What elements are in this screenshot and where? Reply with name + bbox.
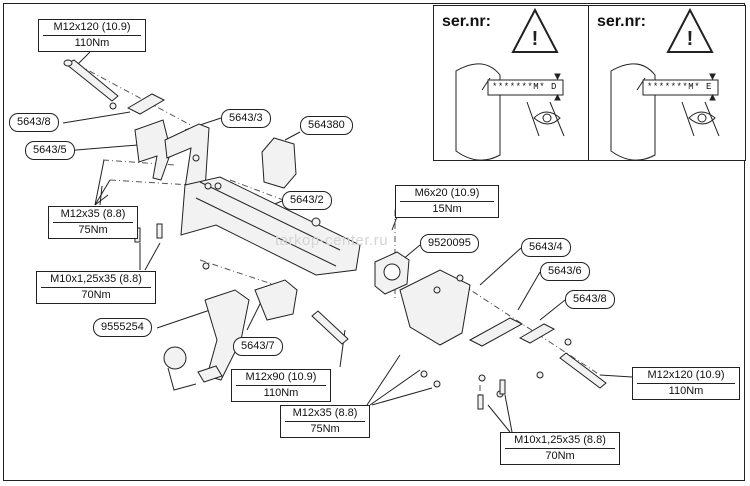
bolt-m10-icon: [499, 379, 506, 395]
inset-drawing: !: [455, 7, 565, 160]
watermark: tarkop-center.ru: [275, 232, 389, 249]
drawing-frame: [3, 3, 745, 481]
nut-icon: [204, 182, 212, 190]
callout-5643-3: 5643/3: [221, 109, 271, 128]
leader-m12x35-b: [94, 179, 111, 206]
label-m10-left: M10x1,25x35 (8.8) 70Nm: [36, 271, 156, 304]
leader-5643-8-left: [62, 111, 131, 124]
warning-triangle-icon: [666, 7, 714, 53]
nut-icon: [456, 274, 464, 282]
nut-icon: [536, 371, 544, 379]
nut-icon: [564, 338, 572, 346]
callout-5643-4: 5643/4: [521, 238, 571, 257]
callout-9555254: 9555254: [93, 318, 152, 337]
callout-9520095: 9520095: [420, 234, 479, 253]
leader-m12x35-a: [94, 159, 105, 206]
callout-5643-8-left: 5643/8: [9, 113, 59, 132]
callout-5643-5: 5643/5: [25, 141, 75, 160]
bolt-m10-icon: [156, 223, 163, 239]
bolt-m12x120-right: [559, 352, 607, 389]
callout-5643-8-right: 5643/8: [565, 290, 615, 309]
serial-title: ser.nr:: [597, 13, 646, 30]
nut-icon: [433, 380, 441, 388]
serial-plate: [642, 79, 719, 96]
label-m12x35-bottom: M12x35 (8.8) 75Nm: [280, 405, 370, 438]
leader-m10-bottom-b: [504, 394, 513, 433]
bolt-m12x120-top: [63, 59, 119, 102]
callout-5643-6: 5643/6: [540, 262, 590, 281]
label-m12x120-right: M12x120 (10.9) 110Nm: [632, 367, 740, 400]
leader-5643-8-right: [539, 299, 566, 321]
leader-5643-4: [479, 247, 522, 286]
nut-icon: [311, 217, 321, 227]
serial-plate-text: *******M* E: [647, 82, 712, 92]
leader-564380: [284, 131, 301, 141]
serial-inset-1: ser.nr: ! *******M* D: [433, 5, 590, 161]
warning-triangle-icon: [511, 7, 559, 53]
leader-5643-7: [246, 299, 263, 331]
nut-icon: [420, 370, 428, 378]
plate-5643-6: [468, 317, 524, 347]
leader-m10-b: [144, 242, 161, 271]
eye-icon: [533, 111, 561, 125]
label-m12x35-left: M12x35 (8.8) 75Nm: [48, 206, 138, 239]
plate-564380: [261, 137, 297, 189]
nut-icon: [478, 374, 486, 382]
serial-title: ser.nr:: [442, 13, 491, 30]
leader-m12x120-right: [599, 374, 633, 378]
serial-plate-text: *******M* D: [492, 82, 557, 92]
crossbar-5643-2: [180, 176, 361, 276]
leader-m12x35-bottom-a: [366, 354, 401, 406]
inset-drawing: !: [610, 7, 720, 160]
bolt-m12x90: [311, 310, 349, 345]
bracket-5643-7: [254, 279, 298, 321]
label-m12x90: M12x90 (10.9) 110Nm: [231, 369, 331, 402]
callout-5643-2: 5643/2: [282, 191, 332, 210]
callout-564380: 564380: [300, 116, 353, 135]
callout-5643-7: 5643/7: [233, 337, 283, 356]
plate-5643-8-left: [126, 93, 166, 115]
label-m12x120-top: M12x120 (10.9) 110Nm: [38, 19, 146, 52]
leader-m12x35-bottom-b: [369, 369, 421, 406]
serial-plate: [487, 79, 564, 96]
tow-ball-9555254: [163, 289, 250, 391]
nut-icon: [109, 102, 117, 110]
serial-inset-2: ser.nr: ! *******M* E: [588, 5, 746, 161]
leader-5643-5: [63, 144, 139, 152]
nut-icon: [192, 154, 200, 162]
label-m10-bottom: M10x1,25x35 (8.8) 70Nm: [500, 432, 620, 465]
vehicle-rail-outline: [610, 63, 656, 160]
socket-plate-9520095: [374, 251, 410, 295]
svg-text:!: !: [532, 28, 539, 50]
bolt-m10-icon: [477, 394, 484, 410]
leader-m12x35-d: [99, 185, 103, 206]
bracket-5643-5: [134, 119, 172, 181]
nut-icon: [214, 182, 222, 190]
label-m6x20: M6x20 (10.9) 15Nm: [395, 185, 499, 218]
leader-m10-bottom-a: [487, 404, 511, 433]
vehicle-rail-outline: [455, 63, 501, 160]
plate-5643-8-right: [518, 323, 556, 344]
leader-m12x35-bottom-c: [371, 387, 433, 406]
leader-9555254: [156, 309, 211, 329]
svg-text:!: !: [687, 28, 694, 50]
bracket-5643-4: [399, 269, 471, 346]
leader-m12x120-top: [77, 51, 91, 65]
leader-m12x35-c: [94, 194, 109, 206]
nut-icon: [202, 262, 210, 270]
eye-icon: [688, 111, 716, 125]
leader-5643-6: [517, 271, 541, 311]
nut-icon: [433, 286, 441, 294]
